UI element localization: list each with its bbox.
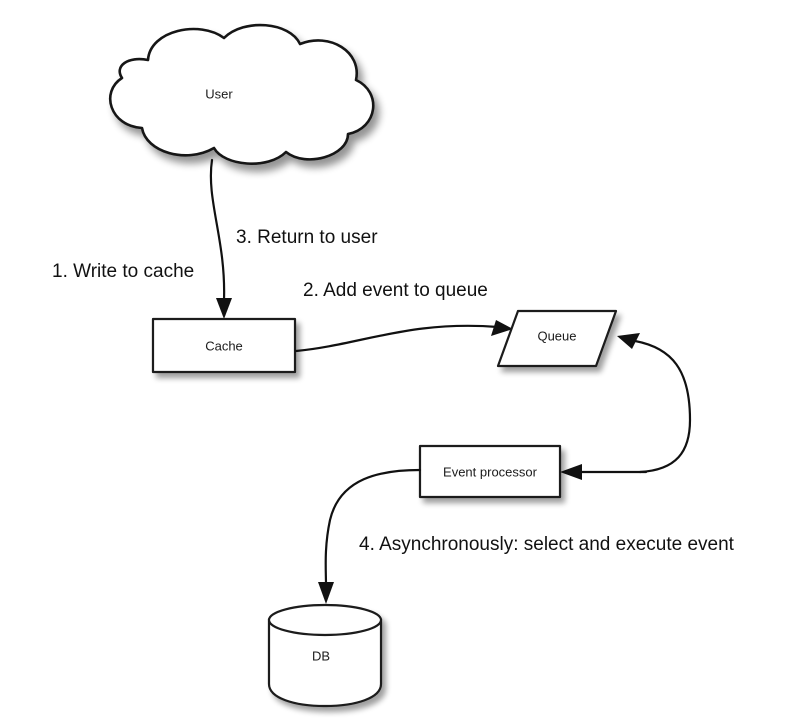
node-event-processor-label: Event processor (443, 464, 538, 479)
edge-user-to-cache-line (209, 158, 226, 302)
edge-user-to-cache-arrowhead (216, 298, 232, 319)
edge-label-step2: 2. Add event to queue (303, 280, 488, 301)
node-db[interactable]: DB (267, 603, 383, 708)
edge-proc-to-db-line (324, 468, 422, 587)
node-user[interactable]: User (109, 23, 375, 165)
edge-proc-to-queue (617, 333, 692, 474)
edge-proc-to-queue-line (633, 339, 692, 474)
node-queue[interactable]: Queue (496, 309, 618, 368)
edge-user-to-cache (209, 158, 232, 319)
cache-rect (151, 317, 297, 374)
node-db-label: DB (312, 648, 330, 663)
edge-cache-to-queue-line (294, 324, 500, 353)
node-cache-label: Cache (205, 338, 243, 353)
cloud-shape (109, 23, 375, 165)
node-cache[interactable]: Cache (151, 317, 297, 374)
edge-label-step3: 3. Return to user (236, 227, 378, 248)
node-user-label: User (205, 86, 233, 101)
event-processor-rect (418, 444, 562, 499)
edge-queue-to-proc (560, 464, 648, 480)
edge-proc-to-queue-arrowhead (617, 333, 640, 349)
node-event-processor[interactable]: Event processor (418, 444, 562, 499)
edge-label-step4: 4. Asynchronously: select and execute ev… (359, 534, 735, 555)
queue-parallelogram (496, 309, 618, 368)
db-cylinder-body (267, 618, 383, 708)
edge-cache-to-queue (294, 320, 513, 353)
edge-proc-to-db-arrowhead (318, 582, 334, 604)
db-cylinder-top (267, 603, 383, 637)
node-queue-label: Queue (537, 328, 576, 343)
edge-cache-to-queue-arrowhead (491, 320, 513, 336)
edge-proc-to-db (318, 468, 422, 604)
edge-queue-to-proc-arrowhead (560, 464, 582, 480)
edge-label-step1: 1. Write to cache (52, 261, 194, 282)
